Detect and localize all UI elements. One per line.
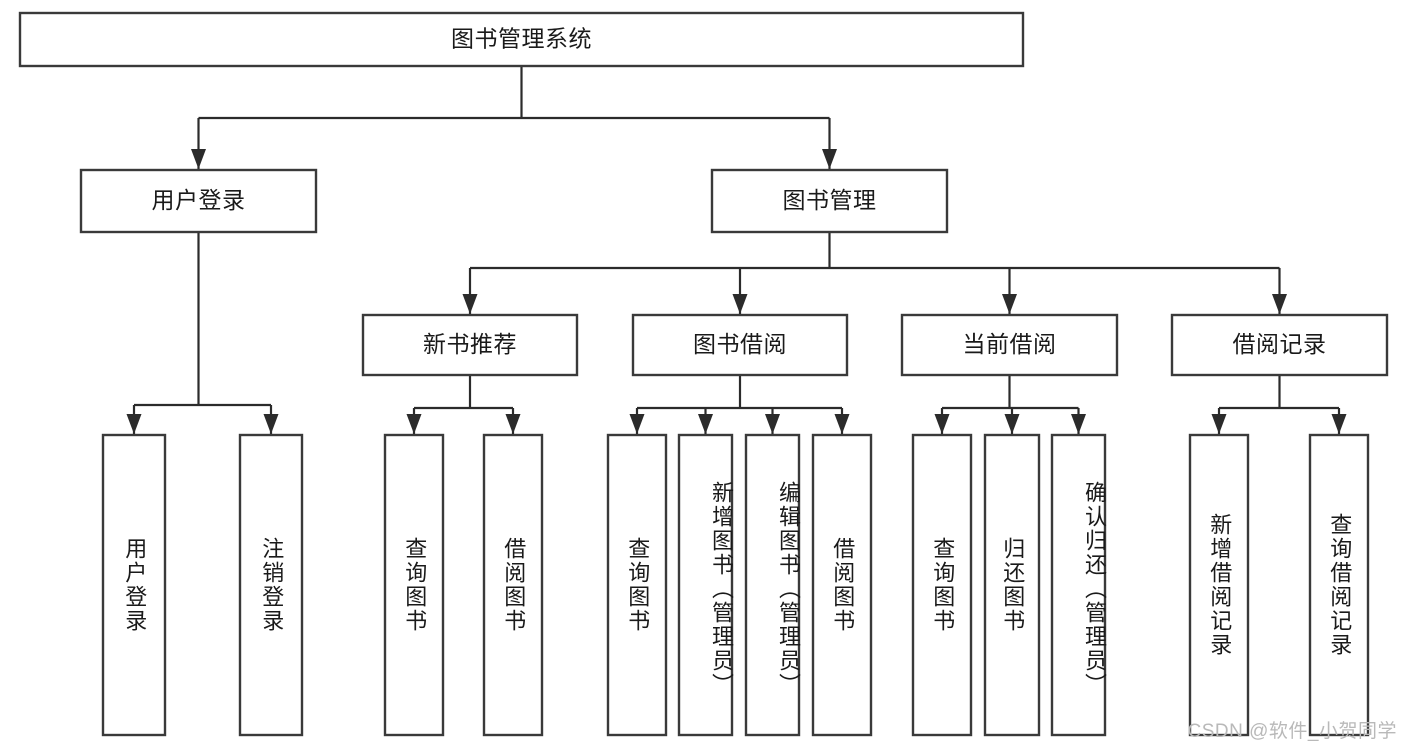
arrow-head-icon [505, 414, 521, 434]
root-node-book-management-system[interactable] [18, 11, 1025, 68]
level3-node-new-book-recommend[interactable] [361, 313, 579, 377]
leaf-node-leaf-return-book[interactable] [983, 433, 1041, 737]
level3-node-label-current-borrow: 当前借阅 [963, 331, 1057, 357]
arrow-head-icon [822, 149, 837, 169]
leaf-node-leaf-query-borrow-record[interactable] [1308, 433, 1370, 737]
arrow-head-icon [1071, 414, 1086, 434]
watermark-text: CSDN @软件_小贺同学 [1187, 721, 1397, 742]
arrow-head-icon [1004, 414, 1020, 434]
level3-node-borrow-record[interactable] [1170, 313, 1389, 377]
leaf-node-leaf-query-book-recommend[interactable] [383, 433, 445, 737]
level3-node-book-borrow[interactable] [631, 313, 849, 377]
node-boxes [18, 11, 1389, 737]
leaf-node-leaf-user-login[interactable] [101, 433, 167, 737]
arrow-head-icon [732, 294, 748, 314]
leaf-node-leaf-logout-login[interactable] [238, 433, 304, 737]
arrow-head-icon [934, 414, 950, 434]
leaf-node-leaf-add-book-admin[interactable] [677, 433, 734, 737]
leaf-node-leaf-query-book-current[interactable] [911, 433, 973, 737]
arrow-head-icon [1002, 294, 1017, 314]
arrow-head-icon [126, 414, 142, 434]
level2-node-user-login[interactable] [79, 168, 318, 234]
arrow-head-icon [1272, 294, 1287, 314]
arrow-head-icon [462, 294, 478, 314]
level3-node-current-borrow[interactable] [900, 313, 1119, 377]
leaf-node-leaf-borrow-book-recommend[interactable] [482, 433, 544, 737]
leaf-node-leaf-borrow-book[interactable] [811, 433, 873, 737]
arrow-head-icon [1211, 414, 1227, 434]
leaf-node-leaf-add-borrow-record[interactable] [1188, 433, 1250, 737]
arrow-head-icon [834, 414, 850, 434]
root-node-label: 图书管理系统 [451, 26, 592, 52]
arrow-head-icon [263, 414, 279, 434]
leaf-node-leaf-confirm-return-admin[interactable] [1050, 433, 1107, 737]
arrow-head-icon [191, 149, 206, 169]
arrow-head-icon [629, 414, 645, 434]
leaf-node-leaf-edit-book-admin[interactable] [744, 433, 801, 737]
level3-node-label-borrow-record: 借阅记录 [1233, 331, 1327, 357]
level2-node-book-manage[interactable] [710, 168, 949, 234]
arrow-head-icon [1331, 414, 1347, 434]
arrow-head-icon [406, 414, 422, 434]
level3-node-label-new-book-recommend: 新书推荐 [423, 331, 517, 357]
arrow-head-icon [765, 414, 780, 434]
level2-node-label-book-manage: 图书管理 [783, 187, 877, 213]
leaf-node-leaf-query-book-borrow[interactable] [606, 433, 668, 737]
level2-node-label-user-login: 用户登录 [152, 187, 246, 213]
arrow-head-icon [698, 414, 713, 434]
connector-lines [126, 66, 1347, 434]
level3-node-label-book-borrow: 图书借阅 [693, 331, 787, 357]
